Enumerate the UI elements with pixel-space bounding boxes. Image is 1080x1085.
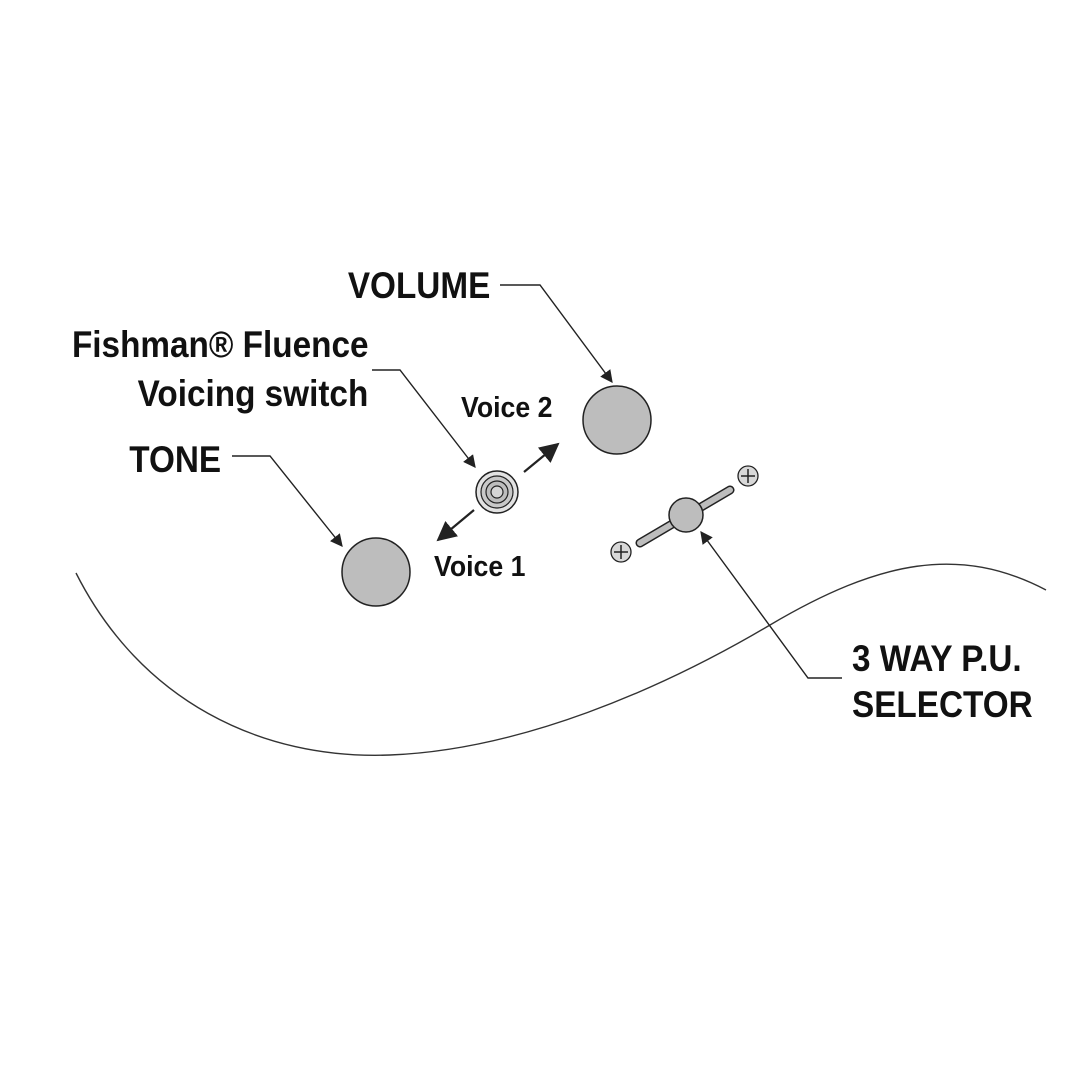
fishman-leader xyxy=(372,369,476,468)
voice2-arrow xyxy=(523,442,560,473)
tone-leader xyxy=(232,455,343,547)
fishman-label-line1: Fishman® Fluence xyxy=(71,324,368,365)
volume-label: VOLUME xyxy=(347,265,490,306)
voice1-arrow xyxy=(436,509,475,542)
fishman-label-line2: Voicing switch xyxy=(137,373,368,414)
screw-icon xyxy=(737,465,759,487)
volume-leader xyxy=(500,284,613,384)
tone-knob[interactable] xyxy=(341,537,411,607)
volume-knob[interactable] xyxy=(582,385,652,455)
selector-label-line2: SELECTOR xyxy=(852,684,1033,725)
body-outline-lower xyxy=(75,563,1047,756)
voicing-switch[interactable] xyxy=(475,470,519,514)
selector-label-line1: 3 WAY P.U. xyxy=(852,638,1022,679)
pickup-selector[interactable] xyxy=(635,485,735,548)
voice2-label: Voice 2 xyxy=(461,392,553,424)
voice1-label: Voice 1 xyxy=(434,551,526,583)
tone-label: TONE xyxy=(129,439,221,480)
selector-leader xyxy=(700,530,842,679)
screw-icon xyxy=(610,541,632,563)
